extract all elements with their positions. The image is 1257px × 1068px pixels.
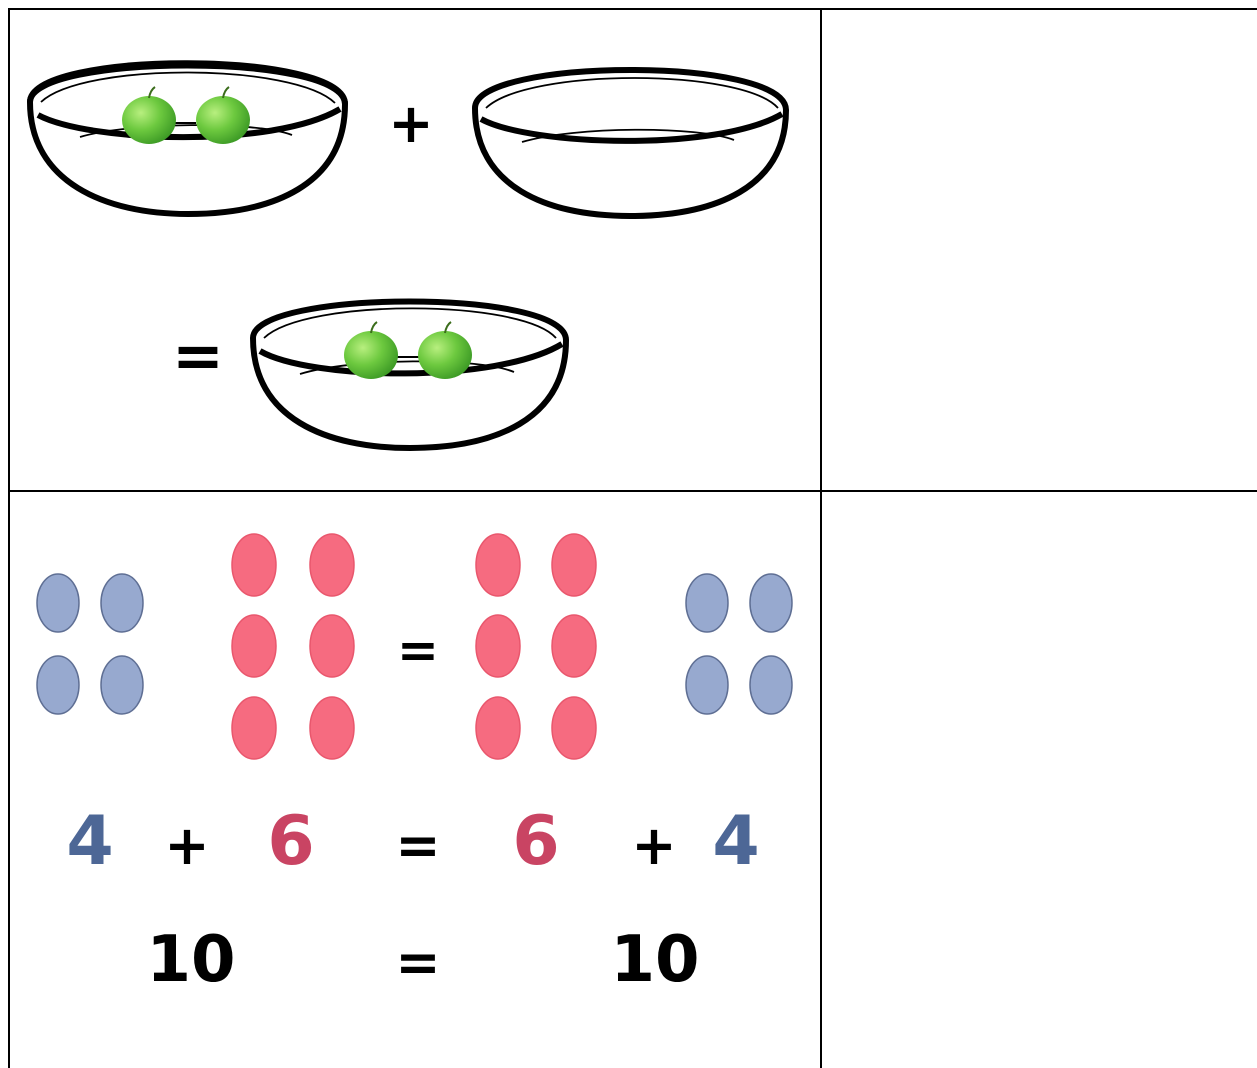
pink-dot [551, 696, 597, 760]
pink-dot [309, 533, 355, 597]
equation-left-b: 6 [267, 802, 314, 881]
equation-plus-2: + [631, 814, 676, 877]
dot-group-right-first [475, 533, 597, 760]
blue-dot [100, 655, 144, 715]
top-right-cell [822, 10, 1257, 490]
equation-right-a: 6 [512, 802, 559, 881]
equation-right-b: 4 [712, 802, 759, 881]
bottom-right-cell [822, 492, 1257, 1068]
total-right: 10 [610, 923, 699, 997]
dot-addition-illustration: = 4 + 6 = 6 + 4 10 = 10 [36, 533, 793, 997]
pink-dot [231, 696, 277, 760]
equation-equals: = [395, 814, 440, 877]
blue-dot [685, 573, 729, 633]
total-equals: = [395, 931, 440, 994]
pink-dot [475, 533, 521, 597]
equation-plus-1: + [164, 814, 209, 877]
table-top-border [8, 8, 1257, 10]
apple-icon [122, 86, 176, 144]
bowl-addition-illustration: + = [26, 60, 790, 452]
bottom-left-cell: = 4 + 6 = 6 + 4 10 = 10 [10, 492, 820, 1068]
dot-group-left-second [231, 533, 355, 760]
equals-sign: = [172, 319, 224, 392]
bowl-sum [249, 298, 570, 452]
pink-dot [551, 614, 597, 678]
top-left-cell: + = [10, 10, 820, 490]
table-middle-border [8, 490, 1257, 492]
bowl-first-addend [26, 60, 349, 218]
apple-icon [196, 86, 250, 144]
pink-dot [231, 533, 277, 597]
pink-dot [309, 696, 355, 760]
dot-group-left-first [36, 573, 144, 715]
blue-dot [749, 655, 793, 715]
bowl-second-addend [471, 67, 790, 220]
blue-dot [749, 573, 793, 633]
pink-dot [231, 614, 277, 678]
pink-dot [309, 614, 355, 678]
apple-icon [418, 321, 472, 379]
blue-dot [100, 573, 144, 633]
apple-icon [344, 321, 398, 379]
table-column-divider [820, 8, 822, 1068]
equation-left-a: 4 [66, 802, 113, 881]
blue-dot [685, 655, 729, 715]
dot-group-right-second [685, 573, 793, 715]
table-left-border [8, 8, 10, 1068]
dots-equals-sign: = [397, 621, 439, 679]
pink-dot [475, 696, 521, 760]
blue-dot [36, 655, 80, 715]
plus-sign: + [388, 92, 433, 155]
pink-dot [551, 533, 597, 597]
total-left: 10 [146, 923, 235, 997]
blue-dot [36, 573, 80, 633]
pink-dot [475, 614, 521, 678]
